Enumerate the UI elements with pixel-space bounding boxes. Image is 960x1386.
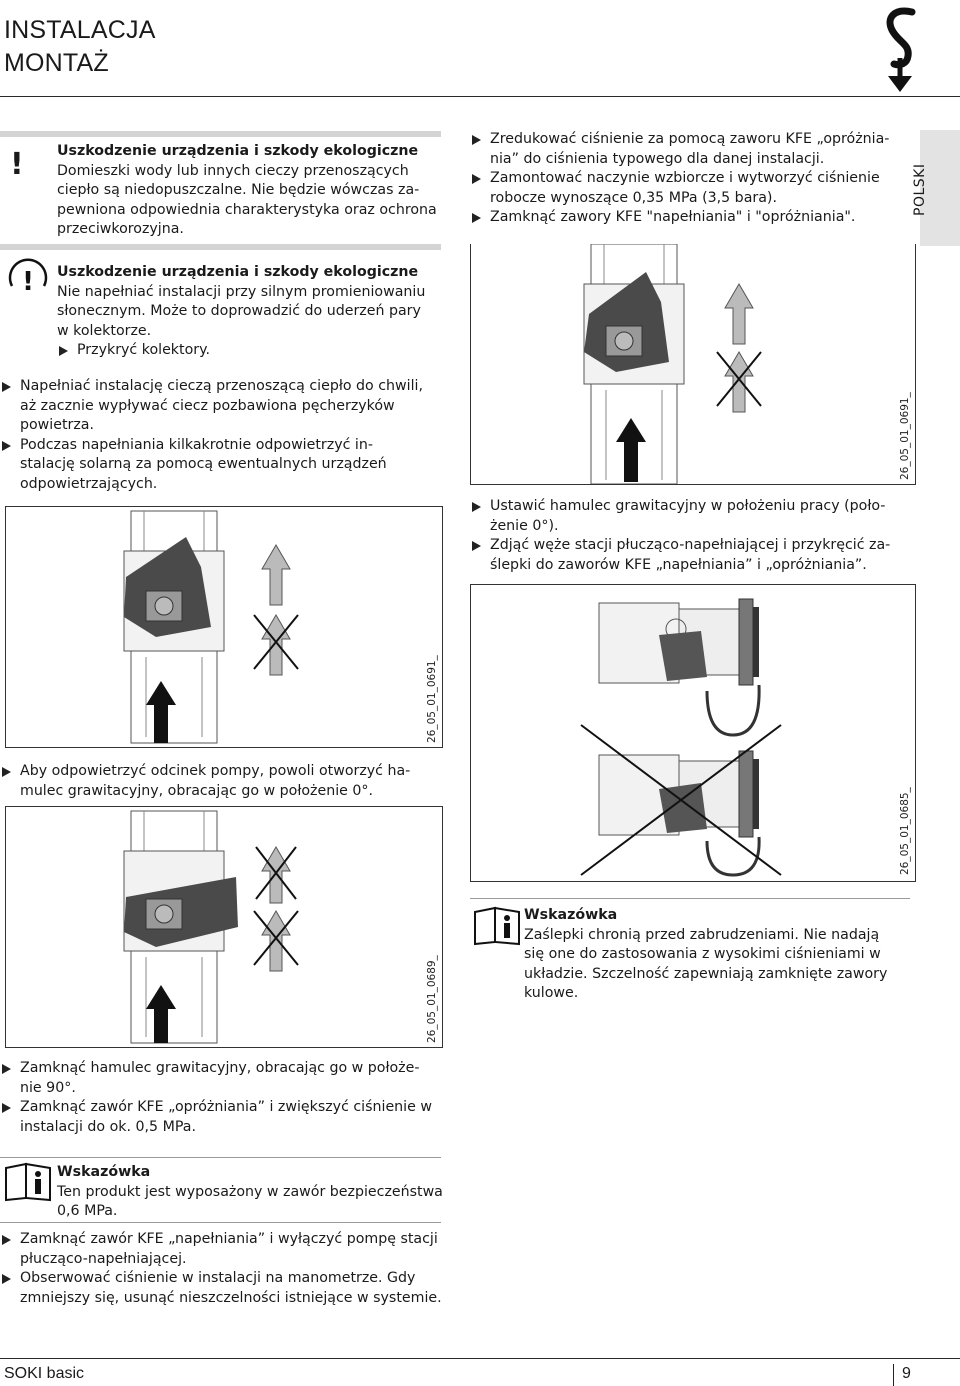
step-item: Zamknąć hamulec grawitacyjny, obracając …	[0, 1059, 450, 1098]
figure-code: 26_05_01_0691_	[899, 392, 911, 480]
language-tab-label: POLSKI	[912, 163, 928, 216]
steps-right-2: Ustawić hamulec grawitacyjny w położeniu…	[470, 497, 910, 575]
footer-divider	[893, 1364, 894, 1386]
step-item: Ustawić hamulec grawitacyjny w położeniu…	[470, 497, 910, 536]
steps-left-2: Aby odpowietrzyć odcinek pompy, powoli o…	[0, 762, 450, 801]
warning-title: Uszkodzenie urządzenia i szkody ekologic…	[57, 264, 419, 280]
step-item: Zamontować naczynie wzbiorcze i wytworzy…	[470, 169, 910, 208]
figure-code: 26_05_01_0691_	[426, 655, 438, 743]
step-line: zmniejszy się, usunąć nieszczelności ist…	[20, 1289, 442, 1306]
cap-illustration	[580, 598, 782, 877]
step-line: odpowietrzających.	[20, 475, 158, 492]
warning-text-line: Domieszki wody lub innych cieczy przenos…	[57, 162, 409, 179]
warning-bottom-bar	[0, 244, 441, 250]
warning-bullet: Przykryć kolektory.	[57, 341, 447, 361]
step-line: aż zacznie wypływać ciecz pozbawiona pęc…	[20, 397, 395, 414]
step-item: Zredukować ciśnienie za pomocą zaworu KF…	[470, 130, 910, 169]
step-line: mulec grawitacyjny, obracając go w położ…	[20, 782, 374, 799]
step-line: Podczas napełniania kilkakrotnie odpowie…	[20, 436, 373, 453]
note-title: Wskazówka	[57, 1164, 151, 1180]
valve-illustration	[583, 243, 762, 485]
figure-valve-open: 26_05_01_0691_	[5, 506, 443, 748]
warning-box-1: Uszkodzenie urządzenia i szkody ekologic…	[57, 142, 442, 240]
footer-product: SOKI basic	[4, 1365, 85, 1382]
step-line: Zamknąć hamulec grawitacyjny, obracając …	[20, 1060, 420, 1076]
note-box-1: Wskazówka Ten produkt jest wyposażony w …	[57, 1163, 447, 1222]
step-line: Zamknąć zawór KFE „opróżniania” i zwięks…	[20, 1099, 432, 1115]
step-line: instalacji do ok. 0,5 MPa.	[20, 1118, 196, 1135]
header-title-1: INSTALACJA	[4, 16, 156, 44]
step-item: Zamknąć zawór KFE „napełniania” i wyłącz…	[0, 1230, 450, 1269]
step-line: ślepki do zaworów KFE „napełniania” i „o…	[490, 556, 867, 573]
step-line: Zamontować naczynie wzbiorcze i wytworzy…	[490, 170, 880, 186]
steps-left-4: Zamknąć zawór KFE „napełniania” i wyłącz…	[0, 1230, 450, 1308]
step-item: Zdjąć węże stacji płucząco-napełniającej…	[470, 536, 910, 575]
step-line: Zamknąć zawór KFE „napełniania” i wyłącz…	[20, 1231, 438, 1247]
note-box-2: Wskazówka Zaślepki chronią przed zabrudz…	[524, 906, 910, 1004]
step-item: Podczas napełniania kilkakrotnie odpowie…	[0, 436, 450, 495]
svg-text:!: !	[22, 267, 34, 297]
step-item: Napełniać instalację cieczą przenoszącą …	[0, 377, 450, 436]
step-line: Obserwować ciśnienie w instalacji na man…	[20, 1270, 416, 1286]
step-line: Aby odpowietrzyć odcinek pompy, powoli o…	[20, 763, 411, 779]
valve-illustration	[123, 510, 299, 744]
steps-left-1: Napełniać instalację cieczą przenoszącą …	[0, 377, 450, 494]
step-line: powietrza.	[20, 417, 95, 433]
step-line: Ustawić hamulec grawitacyjny w położeniu…	[490, 498, 886, 514]
warning-text-line: słonecznym. Może to doprowadzić do uderz…	[57, 303, 421, 319]
warning-text-line: przeciwkorozyjna.	[57, 221, 184, 237]
step-item: Obserwować ciśnienie w instalacji na man…	[0, 1269, 450, 1308]
step-item: Zamknąć zawory KFE "napełniania" i "opró…	[470, 208, 910, 228]
step-line: nia” do ciśnienia typowego dla danej ins…	[490, 150, 825, 167]
warning-circle-exclamation-icon: !	[8, 258, 48, 297]
step-line: Zredukować ciśnienie za pomocą zaworu KF…	[490, 131, 890, 147]
figure-code: 26_05_01_0685_	[899, 787, 911, 875]
exclamation-icon: !	[10, 147, 24, 182]
warning-text-line: pewniona odpowiednia charakterystyka ora…	[57, 201, 437, 218]
note-text-line: 0,6 MPa.	[57, 1203, 118, 1219]
warning-text-line: ciepło są niedopuszczalne. Nie będzie wó…	[57, 182, 420, 198]
step-line: Zamknąć zawory KFE "napełniania" i "opró…	[490, 209, 856, 225]
note-text-line: się one do zastosowania z wysokimi ciśni…	[524, 946, 881, 962]
note-text-line: Ten produkt jest wyposażony w zawór bezp…	[57, 1183, 443, 1200]
figure-code: 26_05_01_0689_	[426, 955, 438, 1043]
book-info-icon	[5, 1162, 51, 1202]
warning-text-line: w kolektorze.	[57, 322, 152, 339]
step-line: nie 90°.	[20, 1079, 76, 1096]
step-item: Aby odpowietrzyć odcinek pompy, powoli o…	[0, 762, 450, 801]
book-info-icon	[474, 906, 520, 946]
step-line: płucząco-napełniającej.	[20, 1250, 187, 1267]
step-line: stalację solarną za pomocą ewentualnych …	[20, 456, 387, 472]
figure-valve-venting: 26_05_01_0689_	[5, 806, 443, 1048]
valve-illustration	[123, 810, 299, 1044]
footer-page-number: 9	[902, 1365, 911, 1382]
step-line: Zdjąć węże stacji płucząco-napełniającej…	[490, 537, 891, 553]
step-line: żenie 0°).	[490, 517, 559, 534]
steps-right-1: Zredukować ciśnienie za pomocą zaworu KF…	[470, 130, 910, 228]
step-item: Zamknąć zawór KFE „opróżniania” i zwięks…	[0, 1098, 450, 1137]
figure-valve-closed: 26_05_01_0691_	[470, 243, 916, 485]
note-text-line: kulowe.	[524, 985, 579, 1001]
warning-text-line: Nie napełniać instalacji przy silnym pro…	[57, 283, 426, 300]
sonnenkraft-s-logo-icon	[886, 7, 916, 92]
warning-top-bar	[0, 131, 441, 137]
step-line: Napełniać instalację cieczą przenoszącą …	[20, 378, 423, 394]
warning-box-2: Uszkodzenie urządzenia i szkody ekologic…	[57, 263, 447, 361]
steps-left-3: Zamknąć hamulec grawitacyjny, obracając …	[0, 1059, 450, 1137]
note-text-line: Zaślepki chronią przed zabrudzeniami. Ni…	[524, 926, 880, 943]
warning-title: Uszkodzenie urządzenia i szkody ekologic…	[57, 143, 419, 159]
figure-caps: 26_05_01_0685_	[470, 584, 916, 882]
note-text-line: układzie. Szczelność zapewniają zamknięt…	[524, 965, 888, 982]
header-title-2: MONTAŻ	[4, 49, 109, 77]
step-line: robocze wynoszące 0,35 MPa (3,5 bara).	[490, 189, 777, 206]
note-title: Wskazówka	[524, 907, 618, 923]
language-tab: POLSKI	[912, 130, 960, 246]
